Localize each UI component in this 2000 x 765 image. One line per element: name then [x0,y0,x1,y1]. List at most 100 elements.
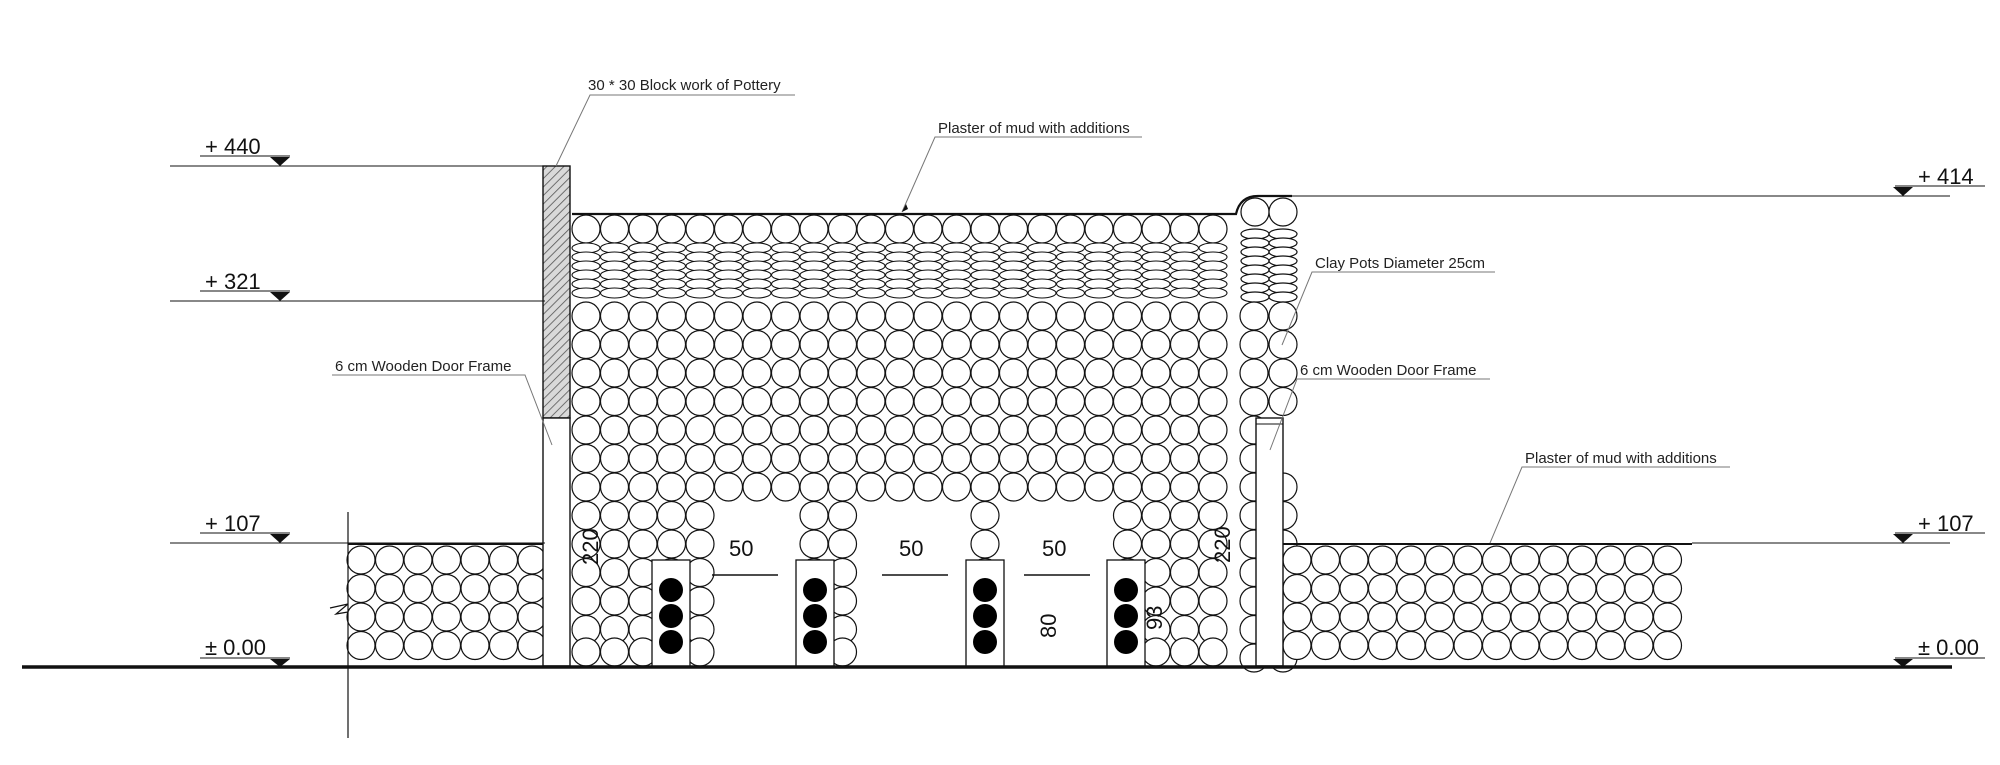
clay-pot [1510,630,1540,661]
clay-pot [1112,472,1143,502]
level-marker-107-left: + 107 [200,511,290,543]
clay-pot [856,214,886,244]
clay-pot-course [1240,291,1270,303]
clay-pot [913,358,943,388]
clay-pot [685,386,715,417]
clay-pot [970,529,1000,559]
door-frame-right [1255,417,1284,667]
clay-pot [827,529,858,559]
clay-pot [713,214,744,244]
clay-pot [1510,573,1540,604]
clay-pot [374,545,405,575]
clay-pot [1141,214,1171,244]
clay-pot [1169,557,1200,588]
clay-pot [628,529,658,559]
clay-pot [1169,529,1200,559]
clay-pot [827,500,858,531]
clay-pot [998,472,1029,502]
clay-pot-course [998,287,1029,299]
clay-pot [1084,214,1114,244]
clay-pot [656,301,687,331]
clay-pot [1282,602,1312,632]
clay-pot [998,443,1029,474]
clay-pot [799,529,829,559]
clay-pot [599,443,630,474]
clay-pot [656,500,687,531]
clay-pot [1055,386,1086,417]
pots-left-low [346,545,547,661]
clay-pot [1481,602,1512,632]
clay-pot [1055,329,1086,360]
clay-pot [571,586,601,616]
clay-pot [1112,358,1143,388]
clay-pot [685,329,715,360]
clay-pot [488,630,519,661]
clay-pot [1268,358,1298,388]
clay-pot [1453,602,1483,632]
clay-pot [770,301,801,331]
annotation-plaster-top: Plaster of mud with additions [901,120,1142,213]
clay-pot [1084,443,1114,474]
clay-pot-course [1198,287,1228,299]
clay-pot [1510,545,1540,575]
clay-pot [656,472,687,502]
clay-pot [1027,329,1057,360]
clay-pot-course [571,287,601,299]
clay-pot [1169,500,1200,531]
clay-pot [1424,602,1455,632]
clay-pot [970,214,1000,244]
clay-pot [713,415,744,445]
clay-pot [1198,586,1228,616]
clay-pot [1453,630,1483,661]
clay-pot [742,415,772,445]
level-label-000-left: ± 0.00 [205,635,266,660]
clay-pot [431,602,462,632]
section-break-mark [329,603,349,615]
clay-pot [1112,415,1143,445]
clay-pot [799,329,829,360]
clay-pot-course [1027,287,1057,299]
clay-pot [1310,602,1341,632]
clay-pot [1424,545,1455,575]
clay-pot [1310,573,1341,604]
clay-pot [1239,358,1269,388]
clay-pot [1538,602,1569,632]
clay-pot [742,386,772,417]
clay-pot [685,500,715,531]
clay-pot [970,358,1000,388]
clay-pot [884,386,915,417]
clay-pot [628,358,658,388]
clay-pot [599,472,630,502]
clay-pot [1538,573,1569,604]
clay-pot-course [770,287,801,299]
clay-pot [1198,358,1228,388]
clay-pot [1396,602,1426,632]
clay-pot [713,386,744,417]
clay-pot [713,443,744,474]
clay-pot [1310,545,1341,575]
clay-pot [1339,602,1369,632]
clay-pot [1282,573,1312,604]
clay-pot [1453,545,1483,575]
level-marker-000-left: ± 0.00 [200,635,290,667]
clay-pot [571,415,601,445]
clay-pot [1169,386,1200,417]
clay-pot [742,443,772,474]
clay-pot [970,443,1000,474]
clay-pot [374,602,405,632]
clay-pot-course [628,287,658,299]
clay-pot [1112,529,1143,559]
clay-pot [884,472,915,502]
clay-pot-course [856,287,886,299]
clay-pot [656,329,687,360]
clay-pot [685,529,715,559]
clay-pot [1141,386,1171,417]
clay-pot [659,630,683,654]
annotation-door-frame-right: 6 cm Wooden Door Frame [1269,362,1490,451]
pottery-block-column [542,165,571,419]
clay-pot [628,329,658,360]
clay-pot [1268,386,1298,417]
level-label-000-right: ± 0.00 [1918,635,1979,660]
dimension-height-80: 80 [1036,614,1061,638]
clay-pot [799,415,829,445]
